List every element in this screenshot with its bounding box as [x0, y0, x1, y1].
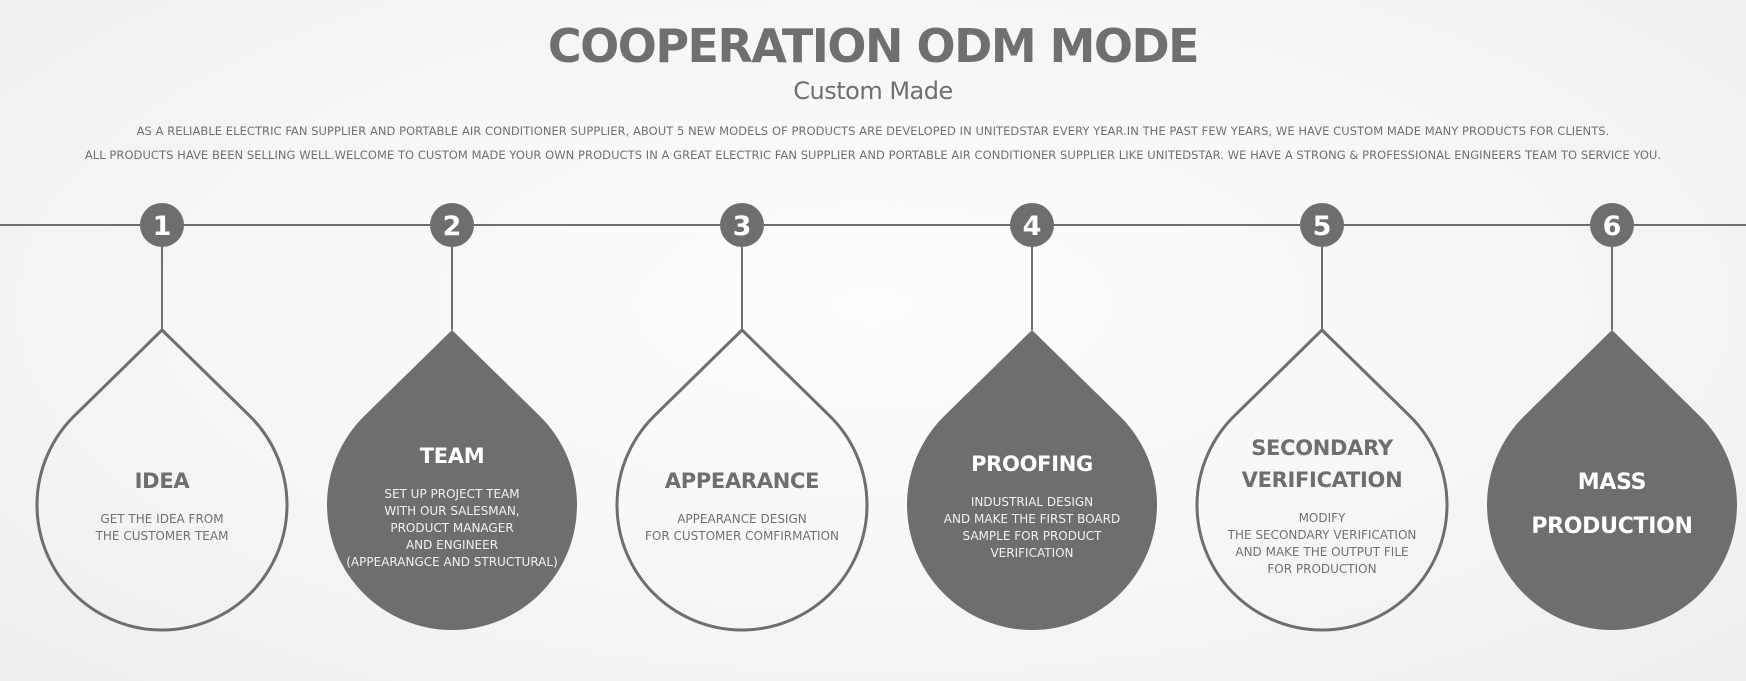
step-number-badge: [720, 203, 764, 247]
step-number-badge: [430, 203, 474, 247]
step-5: 5: [1195, 203, 1449, 632]
step-text-block: APPEARANCE APPEARANCE DESIGN FOR CUSTOMER…: [622, 405, 862, 605]
page-title: COOPERATION ODM MODE: [547, 19, 1200, 73]
step-1: 1: [35, 203, 289, 632]
step-number-badge: [140, 203, 184, 247]
step-heading: MASS PRODUCTION: [1531, 470, 1693, 539]
step-number: 1: [153, 211, 172, 242]
step-6: 6: [1487, 203, 1737, 630]
step-number: 4: [1023, 211, 1042, 242]
step-drop-outline: [1195, 327, 1449, 632]
step-description: MODIFY THE SECONDARY VERIFICATION AND MA…: [1227, 511, 1417, 576]
step-number-badge: [1300, 203, 1344, 247]
step-heading: PROOFING: [971, 452, 1093, 476]
step-number-badge: [1590, 203, 1634, 247]
step-heading: TEAM: [419, 443, 485, 468]
step-heading: SECONDARY VERIFICATION: [1241, 436, 1403, 492]
step-2: 2: [327, 203, 577, 630]
step-text-block: MASS PRODUCTION: [1492, 405, 1732, 605]
step-number: 5: [1313, 211, 1332, 242]
step-description: APPEARANCE DESIGN FOR CUSTOMER COMFIRMAT…: [644, 512, 840, 543]
step-number: 3: [733, 211, 752, 242]
page-subtitle: Custom Made: [793, 77, 953, 105]
step-heading: IDEA: [134, 469, 190, 493]
step-text-block: IDEA GET THE IDEA FROM THE CUSTOMER TEAM: [42, 405, 282, 605]
step-description: SET UP PROJECT TEAM WITH OUR SALESMAN, P…: [346, 486, 558, 569]
step-text-block: TEAM SET UP PROJECT TEAM WITH OUR SALESMA…: [332, 405, 572, 605]
step-number: 6: [1603, 211, 1622, 242]
step-drop-filled: [1487, 330, 1737, 630]
step-4: 4: [907, 203, 1158, 630]
step-drop-outline: [615, 327, 869, 632]
step-description: INDUSTRIAL DESIGN AND MAKE THE FIRST BOA…: [943, 495, 1121, 560]
step-number-badge: [1010, 203, 1054, 247]
intro-text-line-2: ALL PRODUCTS HAVE BEEN SELLING WELL.WELC…: [84, 148, 1662, 162]
step-text-block: PROOFING INDUSTRIAL DESIGN AND MAKE THE F…: [912, 405, 1152, 605]
step-text-block: SECONDARY VERIFICATION MODIFY THE SECONDA…: [1202, 405, 1442, 605]
step-number: 2: [443, 211, 462, 242]
step-description: GET THE IDEA FROM THE CUSTOMER TEAM: [95, 512, 229, 543]
step-drop-outline: [35, 327, 289, 632]
step-drop-filled: [327, 330, 577, 630]
step-drop-filled: [907, 330, 1158, 630]
step-heading: APPEARANCE: [664, 469, 820, 493]
intro-text-line-1: AS A RELIABLE ELECTRIC FAN SUPPLIER AND …: [136, 124, 1610, 138]
step-3: 3: [615, 203, 869, 632]
